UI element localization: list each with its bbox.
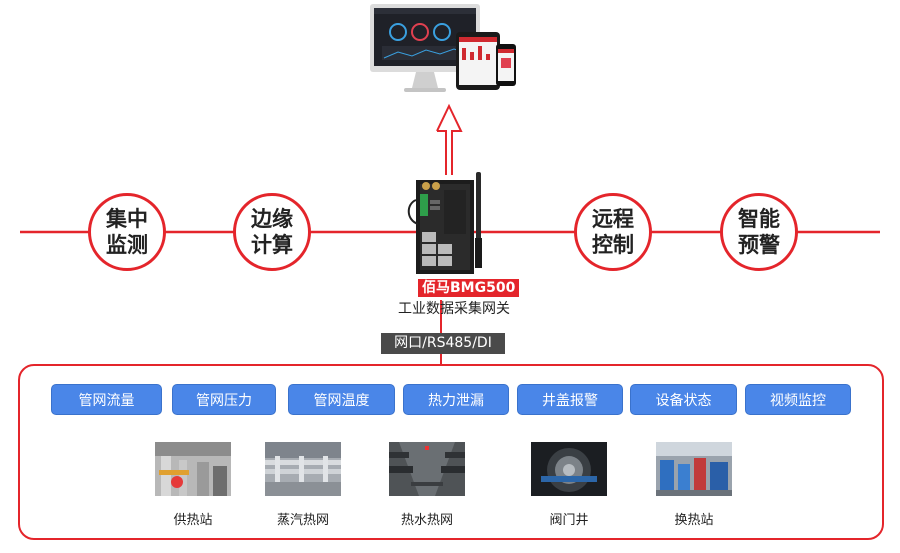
upload-arrow xyxy=(436,103,463,175)
pill-manhole-alarm: 井盖报警 xyxy=(517,384,623,415)
gateway-model: 佰马BMG500 xyxy=(418,279,520,297)
pill-equipment-status: 设备状态 xyxy=(630,384,737,415)
field-sources-panel xyxy=(18,364,884,540)
pill-pipe-pressure: 管网压力 xyxy=(172,384,276,415)
gateway-device-image xyxy=(407,172,482,274)
monitoring-devices-image xyxy=(370,4,516,92)
caption-heat-exchange-station: 换热站 xyxy=(674,513,714,528)
pill-heat-leakage: 热力泄漏 xyxy=(403,384,509,415)
heat-exchange-station-photo xyxy=(656,442,732,496)
pill-pipe-flow: 管网流量 xyxy=(51,384,162,415)
function-centralized-monitoring: 集中监测 xyxy=(88,193,166,271)
valve-well-photo xyxy=(531,442,607,496)
caption-heating-station: 供热站 xyxy=(173,513,213,528)
caption-valve-well: 阀门井 xyxy=(549,513,589,528)
gateway-ports-label: 网口/RS485/DI xyxy=(381,333,505,354)
function-remote-control: 远程控制 xyxy=(574,193,652,271)
heating-station-photo xyxy=(155,442,231,496)
function-edge-computing: 边缘计算 xyxy=(233,193,311,271)
gateway-subtitle: 工业数据采集网关 xyxy=(398,301,510,317)
pill-pipe-temperature: 管网温度 xyxy=(288,384,395,415)
caption-hot-water-network: 热水热网 xyxy=(400,513,453,528)
hot-water-network-photo xyxy=(389,442,465,496)
function-smart-warning: 智能预警 xyxy=(720,193,798,271)
caption-steam-network: 蒸汽热网 xyxy=(276,513,329,528)
steam-network-photo xyxy=(265,442,341,496)
pill-video-surveillance: 视频监控 xyxy=(745,384,851,415)
